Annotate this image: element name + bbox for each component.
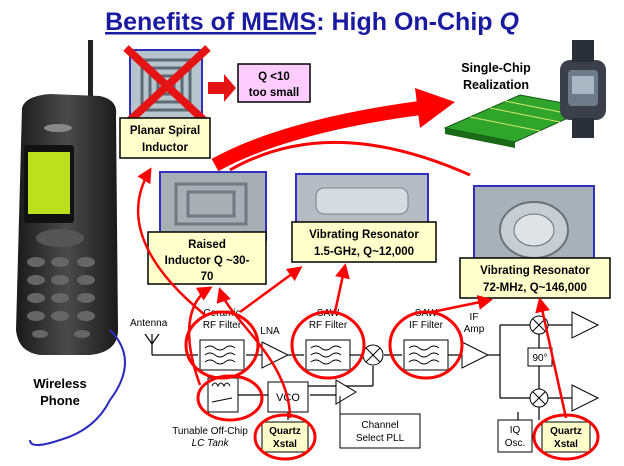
vib72-callout — [459, 257, 611, 299]
i-amp-icon — [571, 311, 600, 339]
planar-label-1: Planar Spiral — [130, 125, 200, 137]
resonator-1-5ghz-image — [295, 173, 429, 231]
q-small-2: too small — [249, 87, 299, 99]
pll-2: Select PLL — [356, 433, 405, 444]
saw-if-2: IF Filter — [409, 320, 444, 331]
saw-rf-block — [305, 339, 351, 371]
single-chip-1: Single-Chip — [461, 61, 531, 75]
pll-1: Channel — [361, 420, 398, 431]
chip-image — [443, 94, 592, 148]
raised-1: Raised — [188, 239, 226, 251]
page-title: Benefits of MEMS: High On-Chip Q — [105, 8, 519, 36]
vco-buffer-icon — [335, 379, 357, 405]
raised-callout — [147, 231, 267, 285]
phone-label-2: Phone — [40, 393, 80, 408]
lna-label: LNA — [260, 326, 280, 337]
quartz-1-b: Xstal — [273, 439, 297, 450]
lc-tank-block — [207, 377, 239, 413]
inductor-icon — [211, 382, 231, 388]
tank-1: Tunable Off-Chip — [172, 426, 248, 437]
q-small-callout — [237, 63, 311, 103]
vib15-2: 1.5-GHz, Q~12,000 — [314, 246, 414, 258]
antenna-label: Antenna — [130, 318, 168, 329]
raised-2: Inductor Q ~30- — [165, 255, 250, 267]
title-q: Q — [499, 8, 519, 36]
iq-osc-block — [497, 419, 533, 453]
iq-osc-1: IQ — [510, 425, 521, 436]
raised-3: 70 — [201, 271, 214, 283]
planar-callout — [119, 117, 211, 159]
quartz-1-block — [261, 421, 309, 453]
phase-90-label: 90° — [532, 353, 547, 364]
quartz-1-a: Quartz — [269, 426, 301, 437]
quartz-2-block — [541, 421, 591, 453]
right-arrow-icon — [208, 74, 236, 102]
if-amp-icon — [461, 341, 490, 369]
single-chip-2: Realization — [463, 78, 529, 92]
pointer-arrows — [136, 167, 568, 419]
tank-2: LC Tank — [192, 438, 230, 449]
ceramic-2: RF Filter — [203, 320, 242, 331]
if-amp-1: IF — [470, 312, 479, 323]
iq-osc-2: Osc. — [505, 438, 526, 449]
title-main: Benefits of MEMS — [105, 8, 316, 36]
planar-label-2: Inductor — [142, 142, 189, 154]
vib72-2: 72-MHz, Q~146,000 — [483, 282, 587, 294]
lna-amp-icon — [261, 341, 290, 369]
planar-inductor-image — [123, 45, 211, 127]
channel-pll-block — [339, 413, 421, 449]
ceramic-filter-block — [199, 339, 245, 371]
highlight-ovals — [184, 310, 600, 461]
saw-if-block — [403, 339, 449, 371]
signal-wires — [152, 324, 572, 420]
q-small-1: Q <10 — [258, 71, 290, 83]
phone-label-1: Wireless — [33, 376, 86, 391]
mixer-icon — [362, 344, 384, 366]
quartz-2-b: Xstal — [554, 439, 578, 450]
if-amp-2: Amp — [464, 324, 485, 335]
watch-image — [560, 40, 606, 138]
phone-illustration — [16, 40, 126, 446]
antenna-icon — [144, 333, 160, 355]
q-amp-icon — [571, 384, 600, 412]
quartz-2-a: Quartz — [550, 426, 582, 437]
raised-inductor-image — [159, 171, 267, 241]
phone-screen — [28, 152, 70, 214]
vib15-callout — [291, 221, 437, 263]
big-red-arrow — [211, 101, 421, 172]
saw-rf-2: RF Filter — [309, 320, 348, 331]
iq-mixer-icons — [529, 315, 549, 408]
vib15-1: Vibrating Resonator — [309, 229, 419, 241]
vib72-1: Vibrating Resonator — [480, 265, 590, 277]
title-sep: : High On-Chip — [316, 8, 499, 36]
